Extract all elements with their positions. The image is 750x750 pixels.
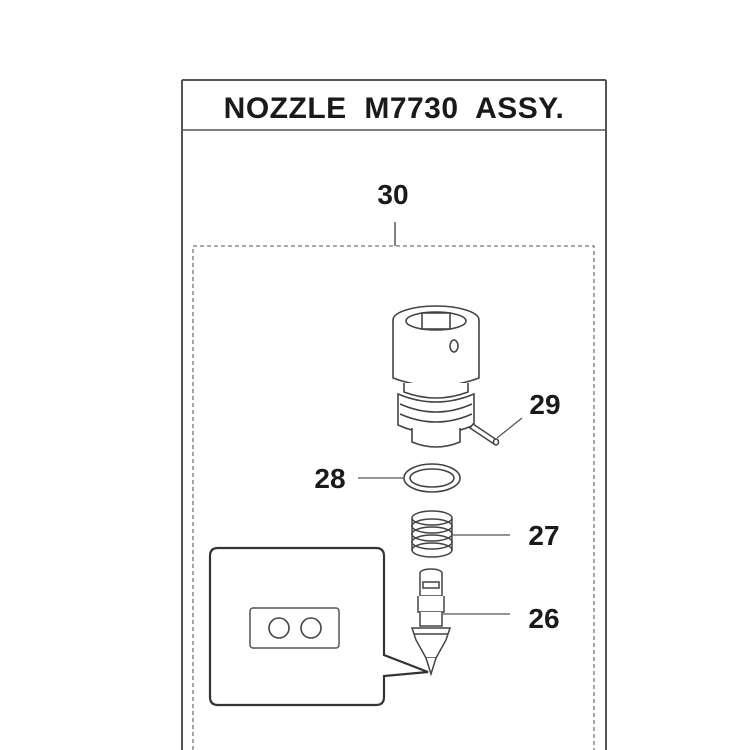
- spring-part: [411, 510, 453, 558]
- nozzle-hole-left: [268, 617, 290, 639]
- callout-27: 27: [528, 520, 559, 551]
- assembly-number-label: 30: [377, 179, 408, 210]
- pin-part: [468, 422, 500, 446]
- nozzle-hole-right: [300, 617, 322, 639]
- leader-line-29: [496, 417, 523, 439]
- diagram-title: NOZZLE M7730 ASSY.: [224, 92, 565, 125]
- nozzle-body: [392, 305, 480, 448]
- callout-29: 29: [529, 389, 560, 420]
- assembly-dashed-box: [192, 245, 595, 750]
- o-ring-part: [403, 463, 461, 493]
- callout-28: 28: [314, 463, 345, 494]
- nozzle-tip-part: [410, 568, 452, 677]
- tip-face-plate: [249, 607, 340, 649]
- detail-view-bubble: [208, 546, 429, 707]
- outer-frame: [181, 79, 607, 750]
- callout-26: 26: [528, 603, 559, 634]
